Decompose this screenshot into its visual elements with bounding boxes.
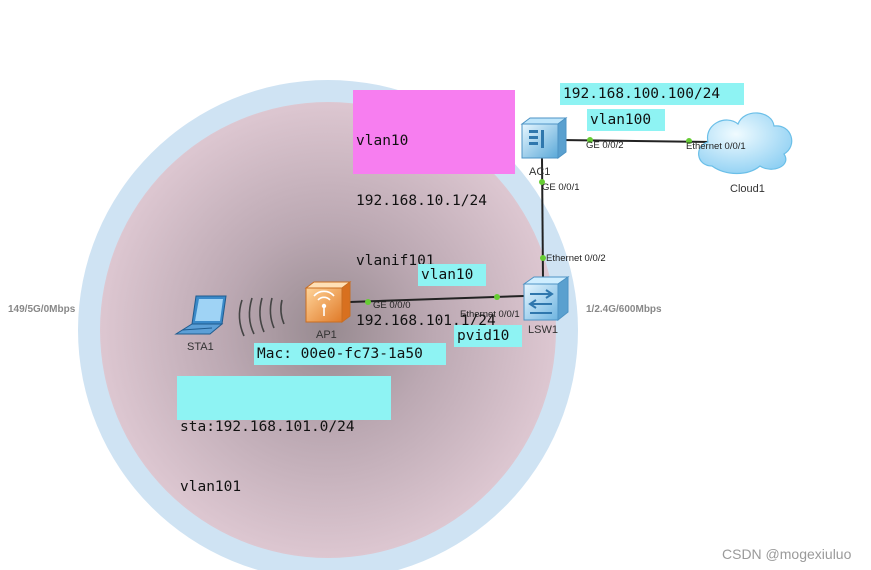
port-label-ac-ge002: GE 0/0/2 — [586, 140, 624, 151]
port-label-ac-ge001: GE 0/0/1 — [542, 182, 580, 193]
switch-pvid-note: pvid10 — [454, 325, 522, 347]
laptop-icon[interactable] — [174, 295, 227, 335]
port-dot-ap-ge000 — [365, 299, 371, 305]
watermark: CSDN @mogexiuluo — [722, 546, 852, 562]
port-label-cloud-eth001: Ethernet 0/0/1 — [686, 141, 746, 152]
device-label-switch: LSW1 — [528, 324, 558, 336]
ap-link-vlan-note: vlan10 — [418, 264, 486, 286]
ap-mac-note: Mac: 00e0-fc73-1a50 — [254, 343, 446, 365]
sta-info-line-2: vlan101 — [180, 479, 242, 495]
ac-config-note: vlan10 192.168.10.1/24 vlanif101 192.168… — [353, 90, 515, 329]
switch-icon[interactable] — [522, 276, 570, 322]
cloud-ip-note: 192.168.100.100/24 — [560, 83, 744, 105]
device-label-ac: AC1 — [529, 166, 551, 178]
port-label-switch-eth002: Ethernet 0/0/2 — [546, 253, 606, 264]
device-label-cloud: Cloud1 — [730, 183, 765, 195]
ac-config-line-3: vlanif101 — [356, 253, 435, 269]
ap-icon[interactable] — [304, 281, 352, 323]
port-dot-ac-ge002 — [587, 137, 593, 143]
port-label-ap-ge000: GE 0/0/0 — [373, 300, 411, 311]
port-dot-switch-eth002 — [540, 255, 546, 261]
cloud-vlan-note: vlan100 — [587, 109, 665, 131]
device-label-ap: AP1 — [316, 329, 337, 341]
sta-info-note: sta:192.168.101.0/24 vlan101 — [177, 376, 391, 495]
coverage-inner-area — [100, 102, 556, 558]
radio-label-5g: 149/5G/0Mbps — [8, 304, 76, 315]
ac-config-line-2: 192.168.10.1/24 — [356, 193, 487, 209]
sta-info-line-1: sta:192.168.101.0/24 — [180, 419, 355, 435]
device-label-sta: STA1 — [187, 341, 214, 353]
port-label-switch-eth001: Ethernet 0/0/1 — [460, 309, 520, 320]
cloud-icon[interactable] — [698, 112, 793, 175]
port-dot-cloud-eth001 — [686, 138, 692, 144]
radio-label-2g: 1/2.4G/600Mbps — [586, 304, 662, 315]
wifi-waves-icon — [238, 297, 285, 337]
ac-config-line-1: vlan10 — [356, 133, 409, 149]
port-dot-ac-ge001 — [539, 179, 545, 185]
port-dot-switch-eth001 — [494, 294, 500, 300]
ac-device-icon[interactable] — [520, 117, 568, 159]
